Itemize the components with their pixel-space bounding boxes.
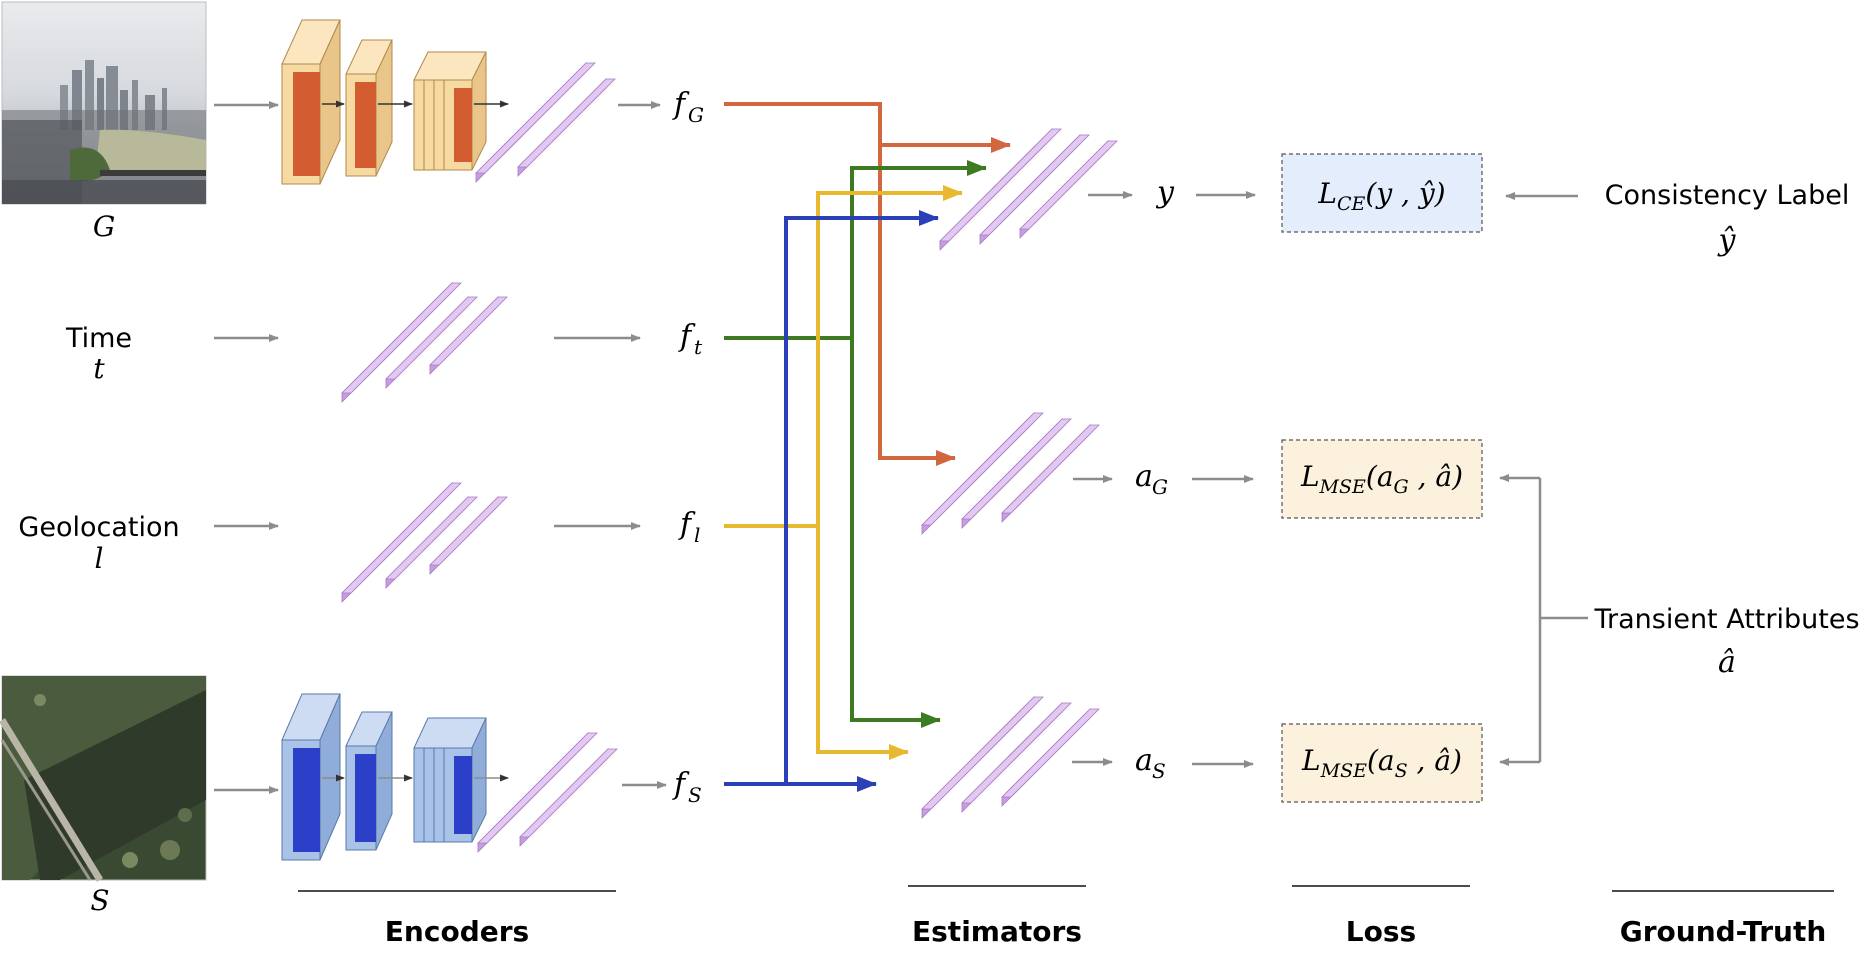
section-encoders: Encoders [385,915,529,948]
estimator-y-fc-stack-bar-3-top [1019,140,1118,230]
time-fc-stack [341,282,508,403]
output-aS: a S [1135,743,1166,783]
feature-fS-sub: S [688,783,702,807]
loss-mse-S-box: LMSE(aS , â) [1281,723,1483,803]
estimator-aG-fc-stack [921,412,1100,535]
svg-text:LMSE(aG , â): LMSE(aG , â) [1300,460,1463,498]
output-aG: a G [1135,459,1168,499]
estimator-aS-fc-stack-bar-3-top [1001,708,1100,798]
section-rules [298,885,1834,892]
ground-fc-stack [475,62,616,183]
geo-fc-stack [341,482,508,603]
loss-mseS-open: (a [1367,744,1395,777]
feature-ft: f t [678,319,703,359]
fS-routing [724,210,939,792]
output-aS-sub: S [1152,759,1166,783]
satellite-fc-stack-bar-1-top [477,732,598,844]
estimator-output-arrows [1072,191,1256,768]
loss-mseG-L: L [1300,460,1320,493]
loss-mseG-sub: MSE [1319,476,1366,498]
loss-mseS-sub: MSE [1320,760,1367,782]
satellite-fc-stack-bar-2-top [519,748,618,838]
ground-cnn-encoder [281,19,487,185]
svg-text:LMSE(aS , â): LMSE(aS , â) [1301,744,1462,782]
fl-routing [724,185,963,760]
loss-ce-box: LCE(y , ŷ) [1281,153,1483,233]
section-estimators: Estimators [912,915,1082,948]
estimator-aS-fc-stack-bar-1-top [921,696,1044,810]
feature-fl-sub: l [694,523,700,547]
ground-truth-arrows [1499,192,1588,766]
loss-ce-sub: CE [1337,193,1366,215]
consistency-label: Consistency Label [1605,180,1850,211]
satellite-image-label: S [90,884,109,917]
ground-fc-stack-bar-2-top [517,78,616,168]
feature-fl: f l [678,507,700,547]
geo-fc-stack-bar-3-top [429,496,508,566]
section-ground-truth: Ground-Truth [1620,915,1827,948]
time-symbol: t [93,352,105,385]
svg-text:LCE(y , ŷ): LCE(y , ŷ) [1317,177,1445,215]
feature-fG: f G [672,87,704,127]
geo-fc-stack-bar-2-top [385,496,478,580]
output-aS-a: a [1135,743,1153,778]
geolocation-label: Geolocation [18,512,179,543]
satellite-cnn-encoder [281,693,487,861]
satellite-fc-stack [477,732,618,853]
output-y: y [1155,175,1175,210]
estimator-y-fc-stack-bar-1-top [939,128,1062,242]
estimator-aG-fc-stack-bar-1-top [921,412,1044,526]
loss-ce-L: L [1317,177,1337,210]
loss-mse-G-box: LMSE(aG , â) [1281,439,1483,519]
estimator-y-fc-stack [939,128,1118,251]
geolocation-symbol: l [95,542,104,575]
estimator-aG-fc-stack-bar-3-top [1001,424,1100,514]
fc-layer-groups [341,62,1118,853]
time-fc-stack-bar-3-top [429,296,508,366]
geo-fc-stack-bar-1-top [341,482,462,594]
estimator-aS-fc-stack [921,696,1100,819]
ground-image-label: G [93,210,115,243]
estimator-aG-fc-stack-bar-2-top [961,418,1072,520]
output-aG-sub: G [1152,475,1168,499]
loss-ce-args: (y , ŷ) [1365,177,1445,210]
feature-fG-sub: G [688,103,704,127]
estimator-aS-fc-stack-bar-2-top [961,702,1072,804]
loss-mseG-asub: G [1394,476,1409,498]
fG-routing [724,102,1011,466]
time-label: Time [65,323,132,354]
consistency-symbol: ŷ [1717,223,1737,258]
transient-symbol: â [1718,645,1736,680]
loss-mseG-open: (a [1366,460,1394,493]
output-aG-a: a [1135,459,1153,494]
time-fc-stack-bar-2-top [385,296,478,380]
loss-mseS-close: , â) [1408,744,1462,777]
estimator-y-fc-stack-bar-2-top [979,134,1090,236]
ft-routing [724,160,987,728]
loss-mseS-L: L [1301,744,1321,777]
loss-mseG-close: , â) [1409,460,1463,493]
ground-image [1,1,207,205]
feature-fS: f S [672,767,702,807]
ground-fc-stack-bar-1-top [475,62,596,174]
transient-label: Transient Attributes [1593,604,1859,635]
section-loss: Loss [1346,915,1416,948]
input-arrows [214,101,667,794]
loss-mseS-asub: S [1395,760,1408,782]
feature-ft-sub: t [694,335,703,359]
time-fc-stack-bar-1-top [341,282,462,394]
satellite-image [0,675,207,882]
